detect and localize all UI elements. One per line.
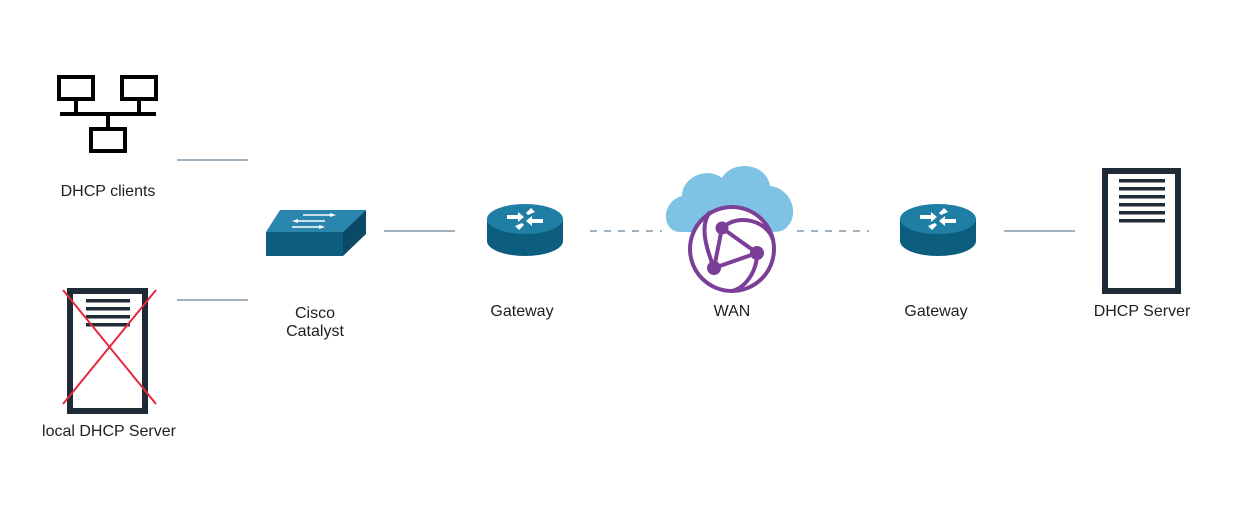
switch-label-line1: Cisco xyxy=(294,305,335,322)
gateway-left-router-icon xyxy=(487,204,563,256)
local-dhcp-server-label: local DHCP Server xyxy=(42,423,176,440)
wan-globe-icon xyxy=(688,205,776,293)
local-dhcp-server-icon xyxy=(67,288,148,414)
gateway-left-label: Gateway xyxy=(490,303,554,320)
wan-label: WAN xyxy=(713,303,751,320)
wan-cloud-icon xyxy=(666,166,794,232)
gateway-right-label: Gateway xyxy=(904,303,968,320)
disabled-cross-icon xyxy=(62,289,157,405)
dhcp-server-label: DHCP Server xyxy=(1093,303,1191,320)
switch-label-line2: Catalyst xyxy=(286,323,344,340)
connection-lines xyxy=(177,159,1075,301)
dhcp-clients-label: DHCP clients xyxy=(60,183,156,200)
gateway-right-router-icon xyxy=(900,204,976,256)
switch-icon xyxy=(266,210,366,256)
dhcp-clients-network-icon xyxy=(57,75,158,153)
dhcp-server-icon xyxy=(1102,168,1181,294)
